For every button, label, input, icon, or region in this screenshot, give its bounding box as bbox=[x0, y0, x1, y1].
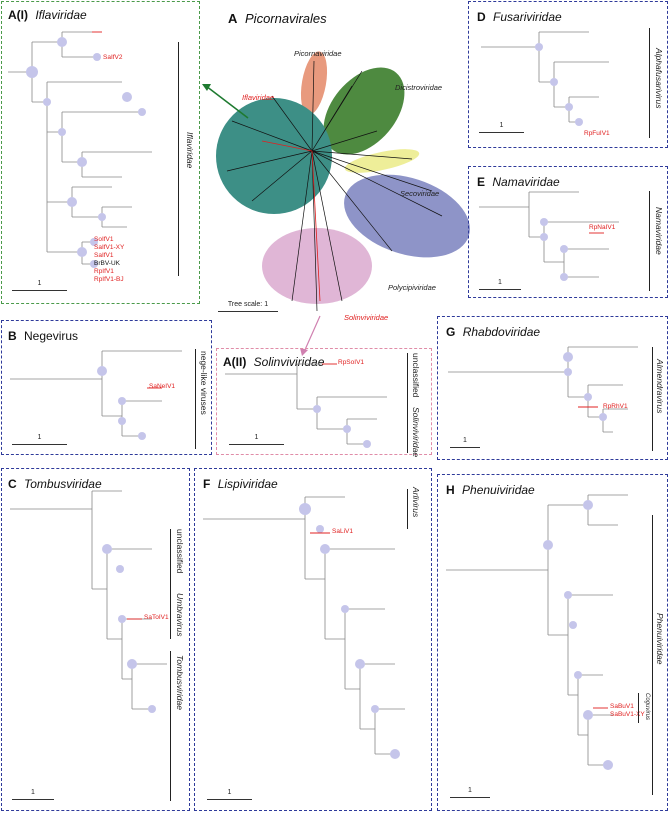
label-saifv2: SaIfV2 bbox=[103, 54, 123, 61]
panel-f-title: F Lispiviridae bbox=[203, 477, 278, 491]
fusariviridae-tree bbox=[481, 31, 609, 126]
panel-h-title: H Phenuiviridae bbox=[446, 483, 535, 497]
label-rprhv1: RpRhV1 bbox=[603, 403, 628, 410]
label-soifv1: SoIfV1 bbox=[94, 236, 114, 243]
side-label-phenuiviridae: Phenuiviridae bbox=[655, 613, 665, 665]
picornavirales-tree bbox=[216, 51, 470, 312]
clade-bar bbox=[407, 353, 408, 453]
label-rpifv1: RpIfV1 bbox=[94, 268, 114, 275]
panel-d-title: D Fusariviridae bbox=[477, 10, 562, 24]
side-label-unclassified: unclassified bbox=[175, 529, 185, 574]
panel-c-title: C Tombusviridae bbox=[8, 477, 102, 491]
clade-secoviridae: Secoviridae bbox=[400, 189, 440, 198]
panel-b-title: B Negevirus bbox=[8, 329, 79, 343]
panel-g-title: G Rhabdoviridae bbox=[446, 325, 541, 339]
panel-a-title: A Picornavirales bbox=[228, 11, 327, 26]
clade-bar bbox=[649, 191, 650, 291]
side-label-tombusviridae: Tombusviridae bbox=[175, 655, 185, 710]
clade-bar-coguvirus bbox=[638, 693, 639, 723]
namaviridae-tree bbox=[479, 191, 619, 281]
clade-bar-tombusviridae bbox=[170, 651, 171, 801]
label-sabuv1-xy: SaBuV1-XY bbox=[610, 711, 645, 718]
panel-e: E Namaviridae RpNaIV1 Namaviridae 1 bbox=[468, 166, 668, 298]
side-label-arlivirus: Arlivirus bbox=[411, 487, 421, 518]
side-label-namaviridae: Namaviridae bbox=[654, 207, 664, 255]
label-rpsoiv1: RpSoIV1 bbox=[338, 359, 365, 366]
side-label-iflaviridae: Iflaviridae bbox=[185, 132, 195, 169]
panel-b: B Negevirus SaNeIV1 nege-like viruses 1 bbox=[1, 320, 212, 455]
side-label-nege-like: nege-like viruses bbox=[199, 351, 209, 415]
label-saifv1: SaIfV1 bbox=[94, 252, 114, 259]
label-rpfuiv1: RpFuIV1 bbox=[584, 130, 610, 137]
label-saifv1-xy: SaIfV1-XY bbox=[94, 244, 125, 251]
panel-a2: A(II) Solinviviridae RpSoIV1 unclassifie… bbox=[216, 348, 432, 458]
panel-e-title: E Namaviridae bbox=[477, 175, 560, 189]
clade-bar bbox=[178, 42, 179, 276]
clade-iflaviridae: Iflaviridae bbox=[242, 93, 275, 102]
panel-a1: A(I) Iflaviridae SaIfV2 SoIfV1 SaIfV1-XY… bbox=[1, 1, 200, 304]
label-satoiv1: SaToIV1 bbox=[144, 614, 169, 621]
label-saliv1: SaLiV1 bbox=[332, 528, 353, 535]
clade-polycipiviridae: Polycipiviridae bbox=[388, 283, 436, 292]
clade-bar bbox=[407, 489, 408, 529]
solinviviridae-tree bbox=[225, 363, 387, 448]
panel-h: H Phenuiviridae SaBuV1 SaBuV1-XY Phenuiv… bbox=[437, 474, 668, 811]
panel-d: D Fusariviridae RpFuIV1 Alphafusarivirus… bbox=[468, 1, 668, 148]
label-rpifv1-bj: RpIfV1-BJ bbox=[94, 276, 124, 283]
clade-solinviviridae: Solinviviridae bbox=[344, 313, 389, 322]
clade-dicistroviridae: Dicistroviridae bbox=[395, 83, 443, 92]
lispiviridae-tree bbox=[203, 496, 405, 759]
panel-g: G Rhabdoviridae RpRhV1 Almendravirus 1 bbox=[437, 316, 668, 460]
phenuiviridae-tree bbox=[446, 494, 628, 770]
clade-bar-unclassified bbox=[170, 529, 171, 639]
side-label-umbravirus: Umbravirus bbox=[175, 593, 185, 637]
panel-c: C Tombusviridae SaToIV1 unclassified Umb… bbox=[1, 468, 190, 811]
label-saneiv1: SaNeIV1 bbox=[149, 383, 176, 390]
panel-a2-title: A(II) Solinviviridae bbox=[223, 355, 325, 369]
side-label-almendravirus: Almendravirus bbox=[655, 359, 665, 414]
label-rpnaiv1: RpNaIV1 bbox=[589, 224, 616, 231]
side-label-coguvirus: Coguvirus bbox=[644, 693, 650, 721]
clade-picornaviridae: Picornaviridae bbox=[294, 49, 342, 58]
tombusviridae-tree bbox=[10, 490, 167, 713]
panel-a1-title: A(I) Iflaviridae bbox=[8, 8, 87, 22]
side-label-alphafusarivirus: Alphafusarivirus bbox=[654, 48, 664, 109]
clade-bar bbox=[652, 347, 653, 451]
side-label-solinviviridae: Solinviviridae bbox=[411, 407, 421, 458]
iflaviridae-tree bbox=[8, 31, 152, 268]
negevirus-tree bbox=[10, 350, 182, 440]
label-sabuv1: SaBuV1 bbox=[610, 703, 634, 710]
clade-bar-phenuiviridae bbox=[652, 515, 653, 795]
panel-f: F Lispiviridae SaLiV1 Arlivirus 1 bbox=[194, 468, 432, 811]
label-brbv-uk: BrBV-UK bbox=[94, 260, 121, 267]
side-label-unclassified: unclassified bbox=[411, 353, 421, 398]
panel-a: A Picornavirales Picornaviridae Dicistro… bbox=[202, 1, 470, 322]
clade-bar bbox=[649, 28, 650, 138]
rhabdoviridae-tree bbox=[448, 346, 638, 433]
clade-bar bbox=[195, 349, 196, 449]
